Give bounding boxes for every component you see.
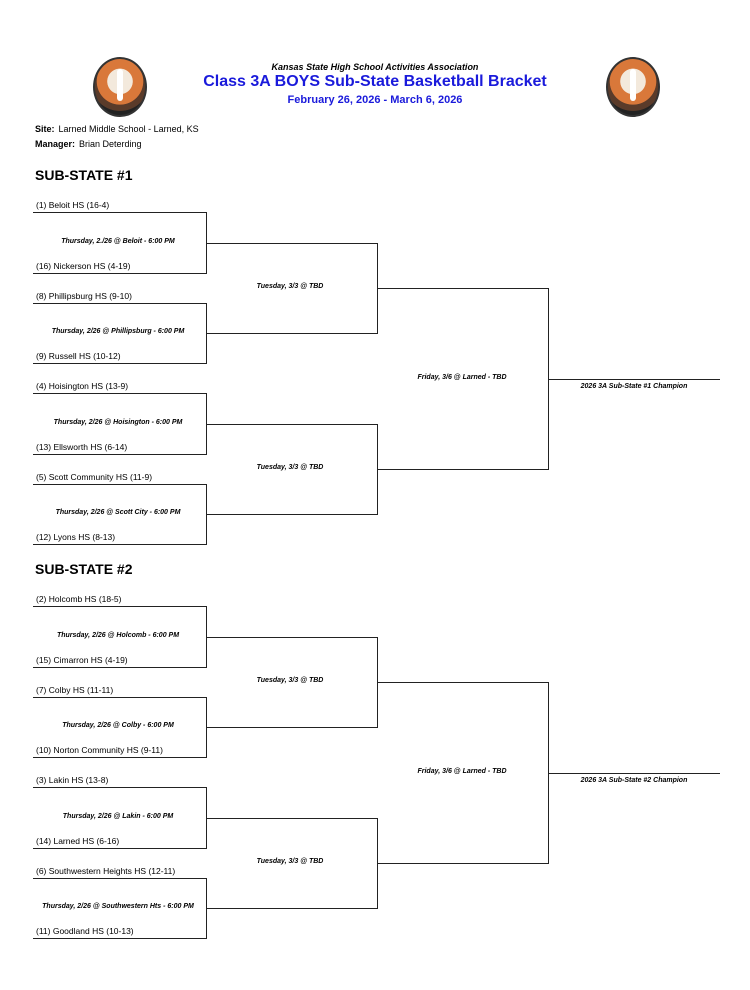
- team-line: [33, 757, 206, 758]
- team-line: [33, 454, 206, 455]
- game-info: Thursday, 2/26 @ Colby - 6:00 PM: [62, 722, 174, 729]
- game-info: Thursday, 2./26 @ Beloit - 6:00 PM: [61, 238, 175, 245]
- team-line: [33, 484, 206, 485]
- page-title: Class 3A BOYS Sub-State Basketball Brack…: [203, 73, 547, 90]
- winner-line: [206, 727, 377, 728]
- team-line: [33, 848, 206, 849]
- semi-winner-line: [377, 469, 548, 470]
- team-line: [33, 273, 206, 274]
- game-info: Thursday, 2/26 @ Phillipsburg - 6:00 PM: [51, 328, 185, 335]
- winner-line: [206, 424, 377, 425]
- semi-winner-line: [377, 682, 548, 683]
- team-line: [33, 363, 206, 364]
- date-range: February 26, 2026 - March 6, 2026: [287, 94, 463, 106]
- team-name: (15) Cimarron HS (4-19): [36, 655, 128, 665]
- khsaa-logo-right: [606, 57, 660, 117]
- team-name: (7) Colby HS (11-11): [36, 685, 114, 695]
- team-name: (6) Southwestern Heights HS (12-11): [36, 866, 176, 876]
- khsaa-logo-left: [93, 57, 147, 117]
- manager-value: Brian Deterding: [79, 139, 142, 149]
- team-name: (4) Hoisington HS (13-9): [36, 381, 129, 391]
- team-name: (13) Ellsworth HS (6-14): [36, 442, 128, 452]
- team-name: (12) Lyons HS (8-13): [36, 532, 116, 542]
- team-name: (10) Norton Community HS (9-11): [36, 745, 163, 755]
- semi-info: Tuesday, 3/3 @ TBD: [256, 464, 324, 471]
- team-name: (11) Goodland HS (10-13): [36, 926, 134, 936]
- champion-label: 2026 3A Sub-State #2 Champion: [580, 777, 688, 784]
- team-name: (5) Scott Community HS (11-9): [36, 472, 153, 482]
- manager-label: Manager:: [35, 139, 76, 149]
- team-name: (14) Larned HS (6-16): [36, 836, 120, 846]
- game-info: Thursday, 2/26 @ Hoisington - 6:00 PM: [53, 419, 183, 426]
- champion-label: 2026 3A Sub-State #1 Champion: [580, 383, 688, 390]
- manager-info: Manager:Brian Deterding: [35, 139, 142, 149]
- winner-line: [206, 637, 377, 638]
- team-line: [33, 787, 206, 788]
- game-info: Thursday, 2/26 @ Holcomb - 6:00 PM: [56, 632, 180, 639]
- semi-winner-line: [377, 288, 548, 289]
- team-line: [33, 697, 206, 698]
- site-info: Site:Larned Middle School - Larned, KS: [35, 124, 199, 134]
- winner-line: [206, 818, 377, 819]
- semi-winner-line: [377, 863, 548, 864]
- winner-line: [206, 333, 377, 334]
- team-line: [33, 212, 206, 213]
- semi-info: Tuesday, 3/3 @ TBD: [256, 677, 324, 684]
- champion-line: [548, 379, 720, 380]
- team-line: [33, 667, 206, 668]
- champion-line: [548, 773, 720, 774]
- game-info: Thursday, 2/26 @ Lakin - 6:00 PM: [62, 813, 174, 820]
- final-info: Friday, 3/6 @ Larned - TBD: [417, 768, 507, 775]
- site-value: Larned Middle School - Larned, KS: [58, 124, 199, 134]
- final-info: Friday, 3/6 @ Larned - TBD: [417, 374, 507, 381]
- team-name: (9) Russell HS (10-12): [36, 351, 121, 361]
- section-heading: SUB-STATE #1: [35, 167, 133, 183]
- team-name: (2) Holcomb HS (18-5): [36, 594, 122, 604]
- winner-line: [206, 243, 377, 244]
- site-label: Site:: [35, 124, 55, 134]
- association-name: Kansas State High School Activities Asso…: [271, 62, 479, 72]
- game-info: Thursday, 2/26 @ Scott City - 6:00 PM: [55, 509, 181, 516]
- team-name: (3) Lakin HS (13-8): [36, 775, 109, 785]
- game-info: Thursday, 2/26 @ Southwestern Hts - 6:00…: [42, 903, 194, 910]
- team-name: (1) Beloit HS (16-4): [36, 200, 110, 210]
- team-line: [33, 606, 206, 607]
- winner-line: [206, 908, 377, 909]
- winner-line: [206, 514, 377, 515]
- section-heading: SUB-STATE #2: [35, 561, 133, 577]
- semi-info: Tuesday, 3/3 @ TBD: [256, 283, 324, 290]
- team-line: [33, 544, 206, 545]
- team-line: [33, 878, 206, 879]
- team-name: (8) Phillipsburg HS (9-10): [36, 291, 132, 301]
- team-name: (16) Nickerson HS (4-19): [36, 261, 131, 271]
- team-line: [33, 303, 206, 304]
- team-line: [33, 393, 206, 394]
- semi-info: Tuesday, 3/3 @ TBD: [256, 858, 324, 865]
- team-line: [33, 938, 206, 939]
